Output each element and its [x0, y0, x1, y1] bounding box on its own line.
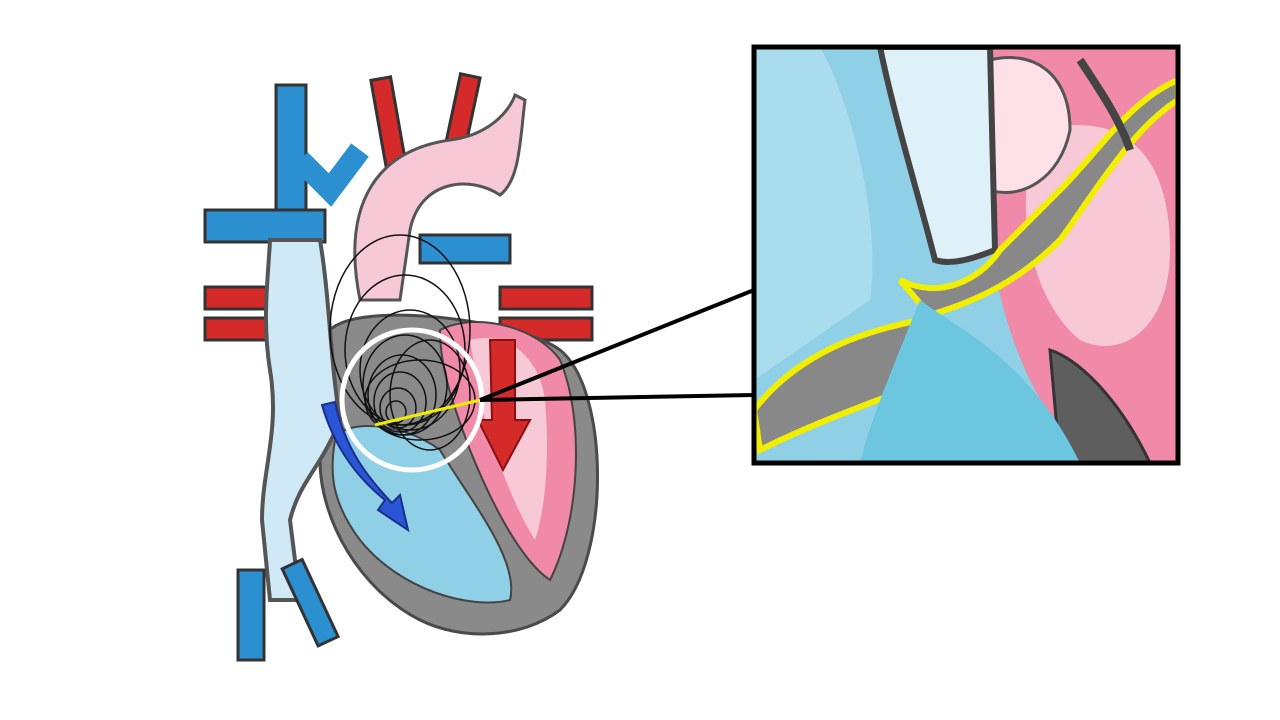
- valve-line: [374, 398, 481, 427]
- right-ventricle: [331, 425, 513, 604]
- connector-line-bottom: [479, 393, 755, 402]
- inferior-vena-cava: [236, 568, 266, 662]
- blood-flow-arrow-red: [476, 339, 532, 473]
- inset-border: [751, 44, 1181, 466]
- left-brachiocephalic-vein: [203, 208, 327, 244]
- aortic-arch: [353, 92, 527, 302]
- blood-flow-arrow-blue: [320, 400, 410, 533]
- connector-line-top: [479, 288, 755, 402]
- pulmonary-vein: [418, 233, 512, 265]
- magnified-inset: [754, 47, 1178, 463]
- occluder-device-coils: [329, 234, 476, 451]
